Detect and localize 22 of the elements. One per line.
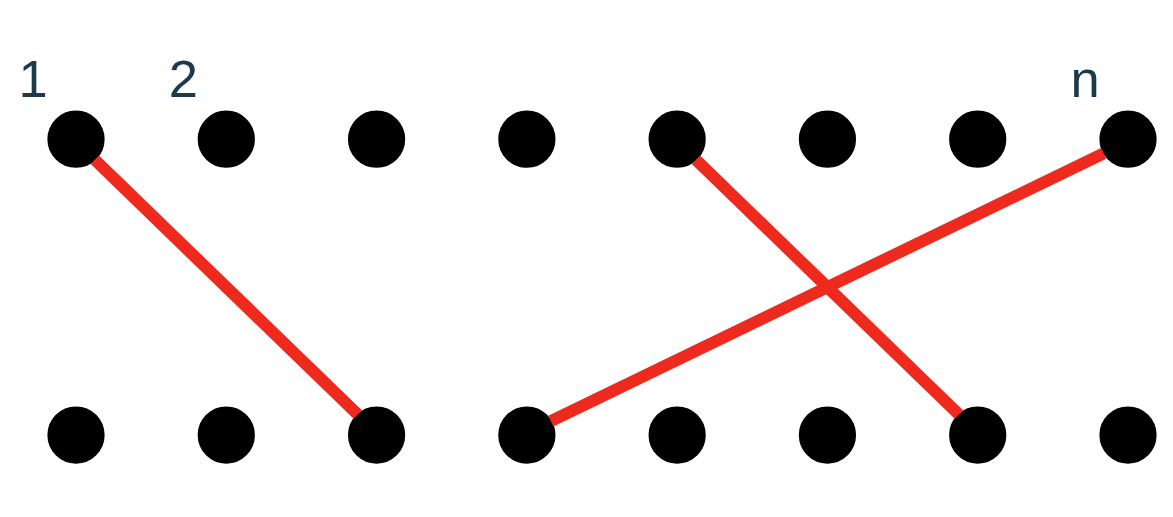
node-circle bbox=[1099, 406, 1157, 464]
node-circle bbox=[197, 110, 255, 168]
node-circle bbox=[347, 406, 406, 464]
connector bbox=[548, 148, 1107, 427]
node-label: 1 bbox=[18, 48, 48, 108]
node-circle bbox=[47, 110, 105, 168]
node-circle bbox=[498, 110, 556, 168]
node-circle bbox=[798, 110, 857, 168]
node-circle bbox=[197, 406, 255, 464]
node-circle bbox=[347, 110, 406, 168]
connector bbox=[90, 155, 362, 419]
node-label: 2 bbox=[168, 48, 198, 108]
node-circle bbox=[949, 110, 1007, 168]
connector bbox=[691, 155, 964, 419]
node-circle bbox=[648, 406, 706, 464]
node-circle bbox=[648, 110, 706, 168]
node-circle bbox=[47, 406, 105, 464]
node-label: n bbox=[1070, 48, 1100, 108]
node-circle bbox=[798, 406, 857, 464]
node-circle bbox=[949, 406, 1007, 464]
node-circle bbox=[1099, 110, 1157, 168]
node-circle bbox=[498, 406, 556, 464]
